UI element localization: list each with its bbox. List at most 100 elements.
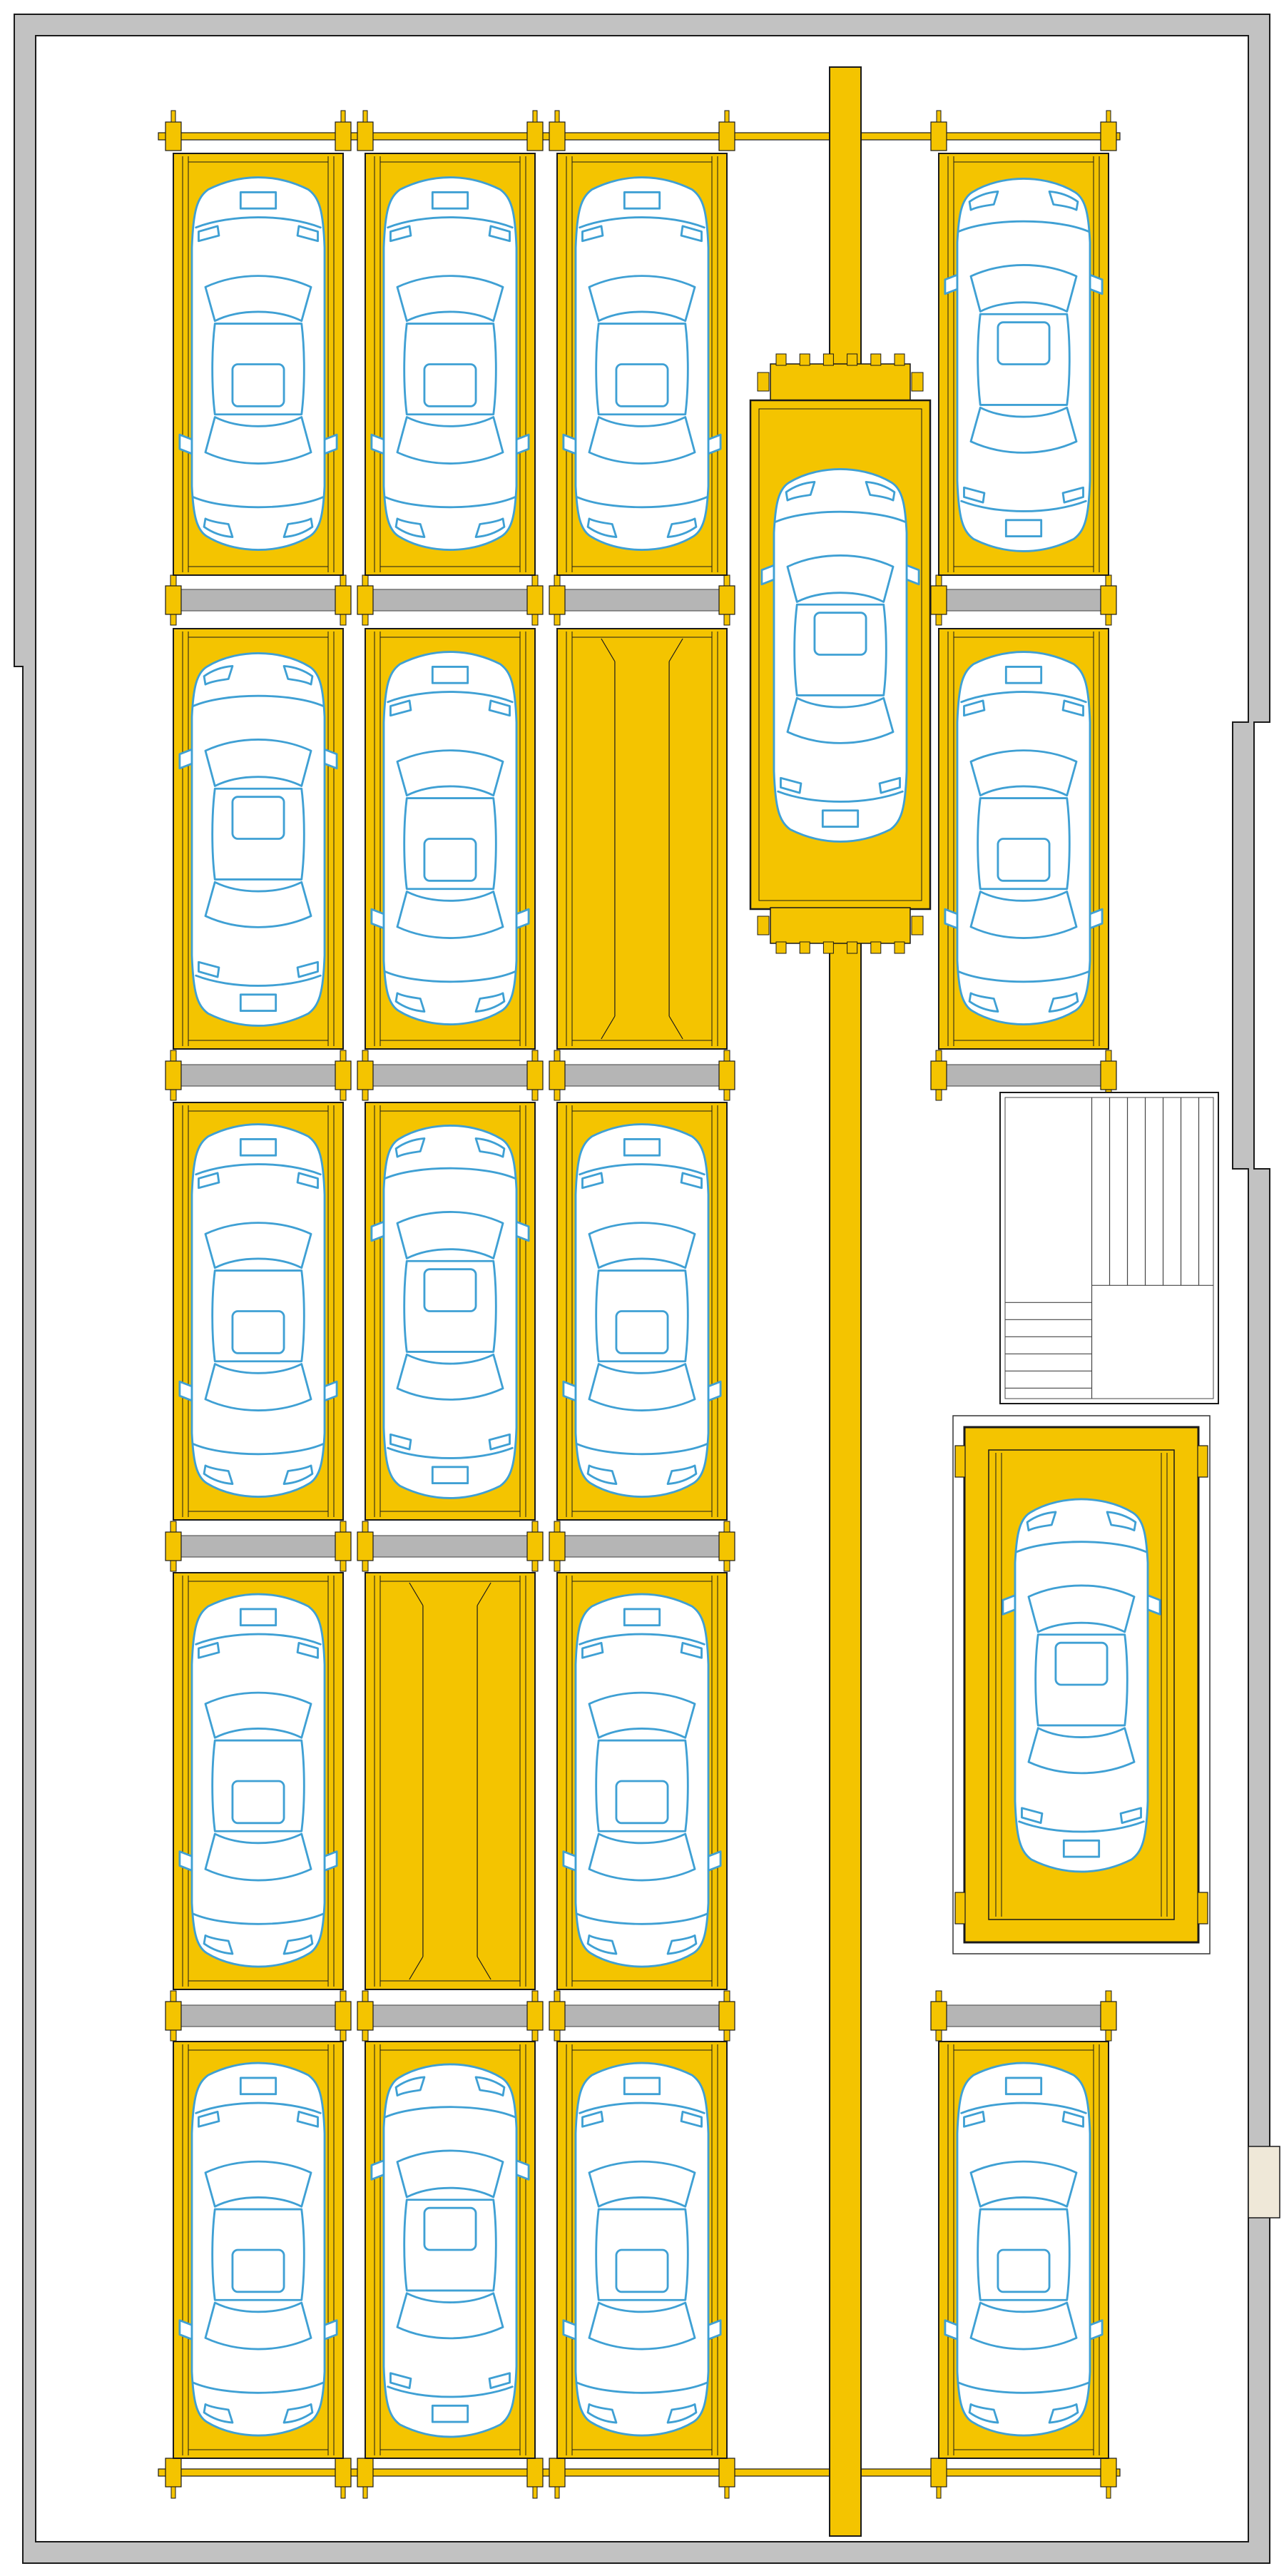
cross-beam-A-2 [165,1050,352,1101]
beam-stub [340,613,347,626]
building-wall [14,14,1270,2564]
cross-beam-D-2 [930,1050,1117,1101]
lift-mechanism-bottom-comb-tooth [799,941,810,954]
car-platform [1002,1498,1161,1873]
rail-connector [1100,121,1117,151]
beam-stub [723,1050,730,1063]
pallet-panel-lines [601,638,683,1040]
beam-connector [335,1060,352,1090]
beam-stub [170,2029,177,2042]
lift-mechanism-bottom-comb-tooth [847,941,858,954]
beam-stub [1105,1050,1112,1063]
cross-beam-B-3 [357,1521,544,1572]
beam-stub [554,1050,561,1063]
car-r2-d-rotation [944,651,1104,1026]
beam-stub [1105,1990,1112,2003]
car-r3-b [370,1124,530,1499]
beam-stub [531,613,539,626]
car-r1-d [944,177,1104,552]
beam-stub [554,613,561,626]
car-r3-a-rotation [178,1123,338,1499]
beam-bar [944,589,1104,612]
beam-stub [170,1990,177,2003]
rail-connector [549,2458,566,2488]
beam-stub [1105,574,1112,587]
pallet-r2-c [556,628,728,1050]
lift-mechanism-bottom-comb-tooth [822,941,834,954]
car-r4-a-rotation [178,1593,338,1968]
beam-stub [362,1559,369,1572]
beam-connector [335,585,352,615]
beam-stub [723,1088,730,1101]
beam-stub [1105,613,1112,626]
beam-connector [930,1060,947,1090]
beam-connector [549,585,566,615]
beam-connector [549,2001,566,2031]
beam-stub [170,613,177,626]
beam-bar [562,589,722,612]
beam-stub [935,2029,942,2042]
beam-stub [340,1990,347,2003]
beam-connector [549,1531,566,1561]
wall-door-opening [1248,2146,1280,2218]
cross-beam-A-4 [165,1990,352,2042]
beam-connector [930,2001,947,2031]
beam-connector [335,1531,352,1561]
lift-mechanism-top-side-block [757,372,770,392]
beam-connector [549,1060,566,1090]
car-r5-d-rotation [944,2062,1104,2437]
beam-connector [718,1531,735,1561]
beam-stub [170,574,177,587]
lift-mechanism-top-body [770,363,911,402]
car-r2-b [370,651,530,1026]
rail-bar [158,2468,1121,2477]
rail-connector-tick [1106,2486,1111,2499]
pallet-r3-a [173,1102,344,1521]
beam-connector [165,1531,182,1561]
beam-stub [723,1521,730,1533]
beam-bar [944,2004,1104,2027]
rail-connector [718,2458,735,2488]
car-r4-a [178,1593,338,1968]
beam-stub [935,574,942,587]
rail-connector [718,121,735,151]
car-r4-c-rotation [562,1593,722,1968]
beam-stub [723,613,730,626]
car-r1-b [370,176,530,552]
single-car-platform [952,1415,1211,1954]
lift-mechanism-bottom-comb-tooth [894,941,905,954]
beam-stub [340,2029,347,2042]
beam-stub [170,1559,177,1572]
beam-connector [1100,2001,1117,2031]
beam-bar [944,1064,1104,1087]
rail-connector-tick [1106,110,1111,123]
beam-connector [357,585,374,615]
beam-connector [1100,1060,1117,1090]
car-r5-a-rotation [178,2062,338,2437]
lift-mechanism-top [757,353,924,402]
beam-stub [340,1559,347,1572]
car-r2-d [944,651,1104,1026]
beam-stub [362,1088,369,1101]
rail-connector-tick [724,110,730,123]
lift-mechanism-bottom-side-block [757,916,770,935]
beam-connector [526,585,544,615]
beam-stub [531,1990,539,2003]
beam-stub [723,574,730,587]
beam-stub [554,1990,561,2003]
beam-bar [178,589,338,612]
beam-connector [1100,585,1117,615]
car-r3-c [562,1123,722,1499]
beam-connector [357,1531,374,1561]
lift-mechanism-top-comb-tooth [822,353,834,366]
beam-stub [362,1990,369,2003]
car-r2-a [178,651,338,1027]
beam-connector [526,1060,544,1090]
lift-mechanism-top-comb-tooth [799,353,810,366]
cross-beam-A-1 [165,574,352,626]
cross-beam-B-2 [357,1050,544,1101]
rail-connector-tick [532,110,538,123]
beam-stub [935,1050,942,1063]
beam-stub [554,1521,561,1533]
beam-connector [165,1060,182,1090]
